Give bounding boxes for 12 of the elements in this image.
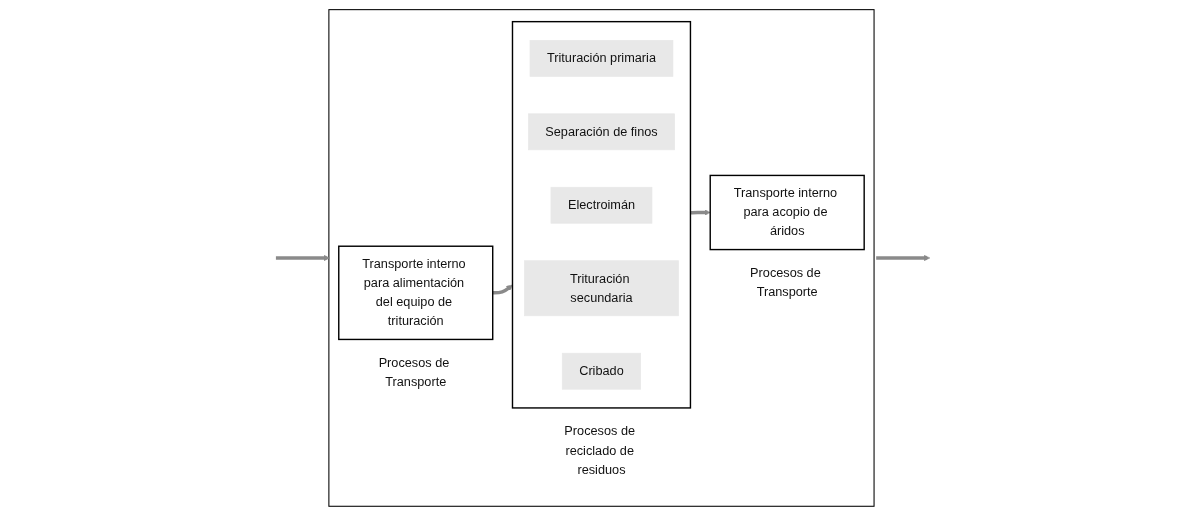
node-box: Transporte interno para alimentación del equipo de trituración xyxy=(337,245,493,341)
node-box: Electroimán xyxy=(550,186,652,224)
arrow xyxy=(275,254,330,262)
arrow xyxy=(492,284,513,295)
cluster xyxy=(327,9,875,507)
cluster xyxy=(511,20,691,409)
node-label: Procesos de Transporte xyxy=(749,265,821,300)
arrow xyxy=(875,254,930,262)
node-box: Separación de finos xyxy=(527,113,675,151)
node-box: Transporte interno para acopio de áridos xyxy=(709,174,865,251)
node-label: Procesos de Transporte xyxy=(378,355,449,389)
node-label: Procesos de reciclado de residuos xyxy=(563,424,635,477)
